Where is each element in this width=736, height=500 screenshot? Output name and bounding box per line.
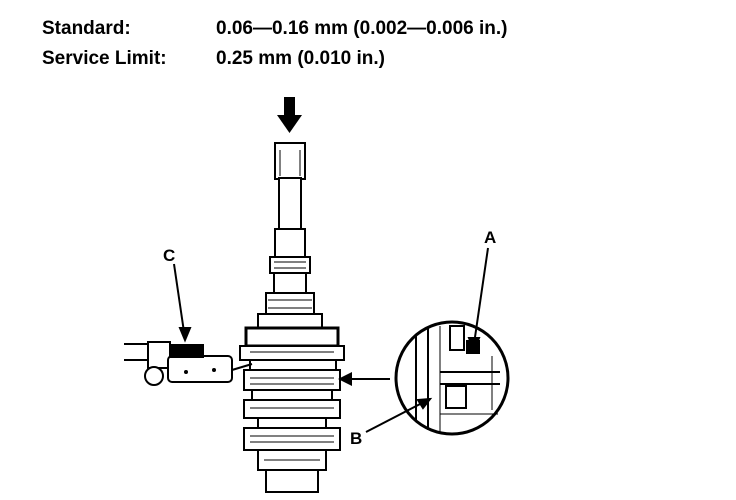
detail-view	[394, 320, 510, 436]
dial-indicator	[124, 341, 253, 386]
detail-pointer-arrow-icon	[338, 372, 390, 386]
gear-stack	[239, 313, 345, 493]
standard-label: Standard:	[42, 18, 131, 39]
standard-value: 0.06—0.16 mm (0.002—0.006 in.)	[216, 18, 508, 39]
shaft	[265, 142, 315, 316]
callout-b-label: B	[350, 429, 362, 448]
service-limit-value: 0.25 mm (0.010 in.)	[216, 48, 385, 69]
callout-c-label: C	[163, 246, 175, 265]
force-arrow-icon	[277, 97, 302, 133]
leader-lines	[173, 247, 489, 433]
service-limit-label: Service Limit:	[42, 48, 167, 69]
callout-a-label: A	[484, 228, 496, 247]
